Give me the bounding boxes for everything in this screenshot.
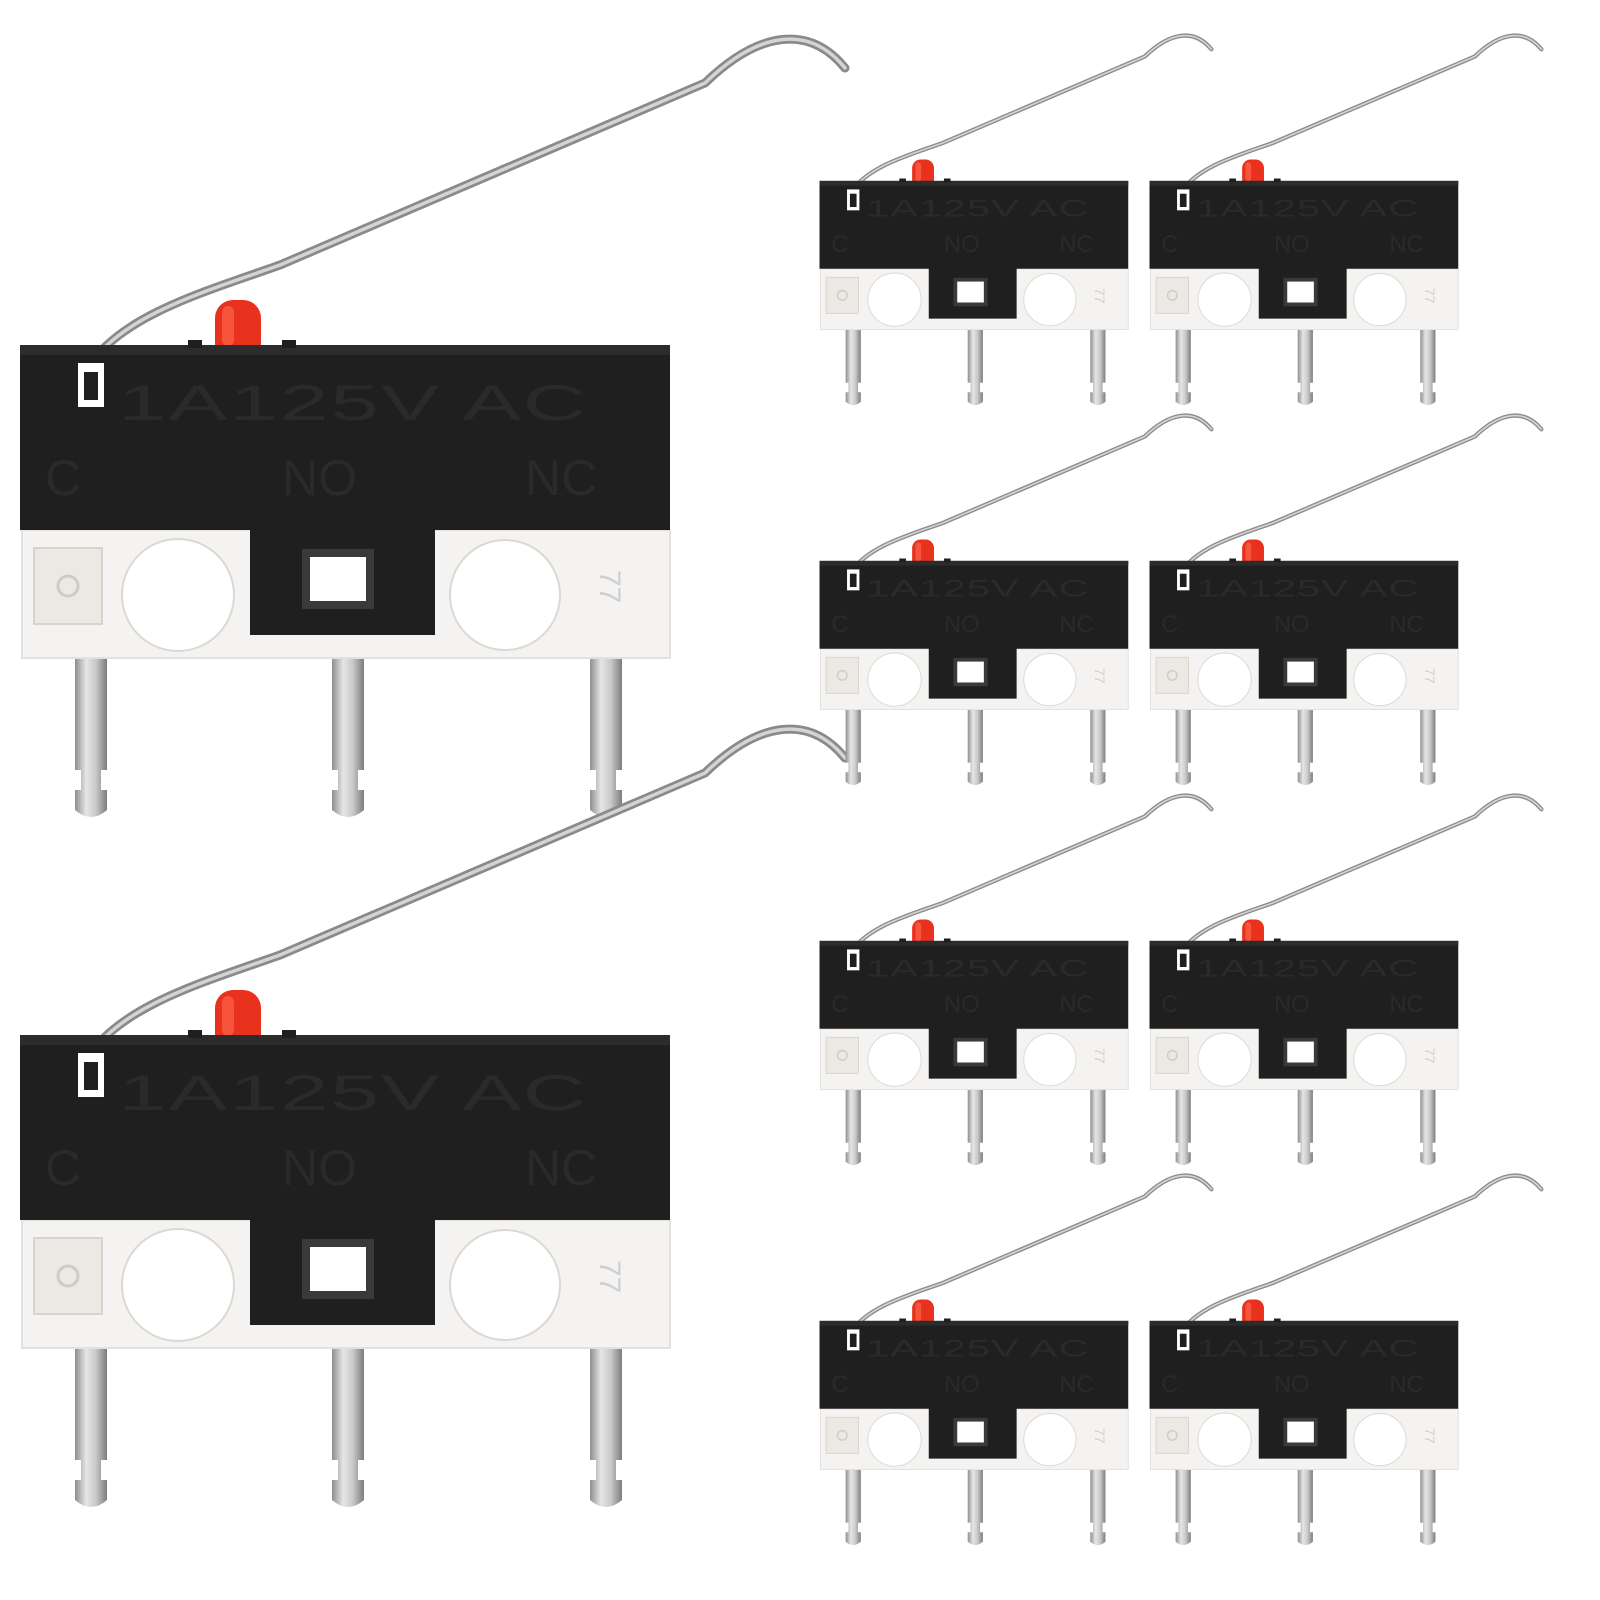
pin-label-no: NO bbox=[282, 1140, 357, 1196]
side-mark: 77 bbox=[1091, 1428, 1107, 1444]
side-mark: 77 bbox=[1421, 668, 1437, 684]
pin-label-nc: NC bbox=[525, 1140, 597, 1196]
pin-label-no: NO bbox=[944, 1371, 980, 1398]
rating-marking: 1A125V AC bbox=[1196, 576, 1419, 603]
pin-label-no: NO bbox=[1274, 991, 1310, 1018]
side-mark: 77 bbox=[1091, 668, 1107, 684]
micro-switch: 1A125V AC C NO NC 77 bbox=[1150, 36, 1542, 405]
pin-label-c: C bbox=[831, 991, 848, 1018]
pin-label-nc: NC bbox=[1389, 231, 1423, 258]
rating-marking: 1A125V AC bbox=[1196, 956, 1419, 983]
micro-switch: 1A125V AC C NO NC 77 bbox=[820, 36, 1212, 405]
pin-label-nc: NC bbox=[1059, 611, 1093, 638]
pin-label-c: C bbox=[45, 1140, 81, 1196]
pin-label-no: NO bbox=[1274, 231, 1310, 258]
side-mark: 77 bbox=[1421, 1048, 1437, 1064]
pin-label-nc: NC bbox=[525, 450, 597, 506]
pin-label-c: C bbox=[1161, 1371, 1178, 1398]
micro-switch: 1A125V AC C NO NC 77 bbox=[20, 39, 845, 817]
pin-label-c: C bbox=[831, 1371, 848, 1398]
micro-switch: 1A125V AC C NO NC 77 bbox=[820, 796, 1212, 1165]
rating-marking: 1A125V AC bbox=[118, 1065, 588, 1121]
pin-label-c: C bbox=[1161, 611, 1178, 638]
pin-label-nc: NC bbox=[1059, 991, 1093, 1018]
side-mark: 77 bbox=[1421, 1428, 1437, 1444]
pin-label-no: NO bbox=[944, 231, 980, 258]
side-mark: 77 bbox=[1091, 1048, 1107, 1064]
rating-marking: 1A125V AC bbox=[866, 576, 1089, 603]
rating-marking: 1A125V AC bbox=[1196, 196, 1419, 223]
pin-label-c: C bbox=[831, 611, 848, 638]
side-mark: 77 bbox=[593, 570, 626, 603]
micro-switch: 1A125V AC C NO NC 77 bbox=[20, 729, 845, 1507]
pin-label-c: C bbox=[1161, 991, 1178, 1018]
pin-label-nc: NC bbox=[1059, 231, 1093, 258]
pin-label-no: NO bbox=[1274, 611, 1310, 638]
side-mark: 77 bbox=[593, 1260, 626, 1293]
rating-marking: 1A125V AC bbox=[866, 196, 1089, 223]
rating-marking: 1A125V AC bbox=[118, 375, 588, 431]
rating-marking: 1A125V AC bbox=[866, 1336, 1089, 1363]
rating-marking: 1A125V AC bbox=[866, 956, 1089, 983]
pin-label-no: NO bbox=[944, 611, 980, 638]
micro-switch: 1A125V AC C NO NC 77 bbox=[820, 416, 1212, 785]
pin-label-no: NO bbox=[944, 991, 980, 1018]
pin-label-no: NO bbox=[282, 450, 357, 506]
micro-switch: 1A125V AC C NO NC 77 bbox=[820, 1176, 1212, 1545]
pin-label-nc: NC bbox=[1059, 1371, 1093, 1398]
side-mark: 77 bbox=[1421, 288, 1437, 304]
pin-label-c: C bbox=[831, 231, 848, 258]
pin-label-nc: NC bbox=[1389, 991, 1423, 1018]
rating-marking: 1A125V AC bbox=[1196, 1336, 1419, 1363]
micro-switch: 1A125V AC C NO NC 77 bbox=[1150, 796, 1542, 1165]
side-mark: 77 bbox=[1091, 288, 1107, 304]
pin-label-c: C bbox=[1161, 231, 1178, 258]
pin-label-c: C bbox=[45, 450, 81, 506]
micro-switch: 1A125V AC C NO NC 77 bbox=[1150, 416, 1542, 785]
pin-label-no: NO bbox=[1274, 1371, 1310, 1398]
micro-switch: 1A125V AC C NO NC 77 bbox=[1150, 1176, 1542, 1545]
pin-label-nc: NC bbox=[1389, 1371, 1423, 1398]
pin-label-nc: NC bbox=[1389, 611, 1423, 638]
